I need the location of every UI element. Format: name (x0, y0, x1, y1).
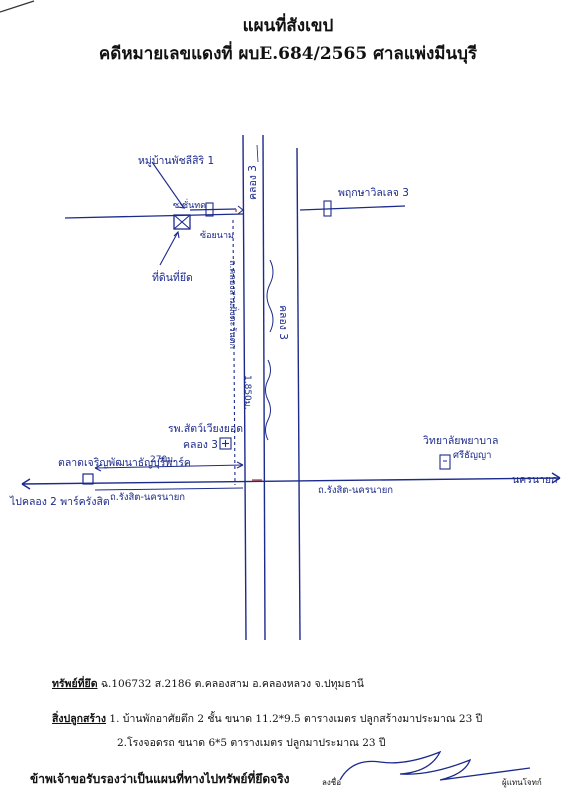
building-line-1: สิ่งปลูกสร้าง 1. บ้านพักอาศัยตึก 2 ชั้น … (52, 710, 482, 727)
asset-text: ฉ.106732 ส.2186 ต.คลองสาม อ.คลองหลวง จ.ป… (100, 678, 364, 690)
scan-mark (0, 0, 35, 13)
building-1-text: 1. บ้านพักอาศัยตึก 2 ชั้น ขนาด 11.2*9.5 … (109, 713, 483, 725)
left-destination-label: ไปคลอง 2 พาร์ครังสิต (9, 495, 110, 508)
certify-text: ข้าพเจ้าขอรับรองว่าเป็นแผนที่ทางไปทรัพย์… (30, 772, 290, 786)
asset-label: ทรัพย์ที่ยึด (52, 678, 98, 690)
market-label: ตลาดเจริญพัฒนาธัญบุรีพาร์ค (58, 456, 191, 469)
soi-road (64, 205, 406, 219)
college-icon (439, 454, 451, 470)
canal-road-label: ถ.คลองสามฝั่งตะวันตก (227, 260, 240, 349)
road-right-label: ถ.รังสิต-นครนายก (318, 485, 393, 496)
right-destination-label: นครนายก (512, 474, 557, 486)
village-gate-marker (323, 200, 332, 217)
hospital-icon (219, 437, 232, 450)
market-icon (82, 473, 94, 485)
distance-270-label: 270ม. (150, 455, 176, 465)
sign-prefix: ลงชื่อ (322, 778, 342, 787)
signature-image (339, 750, 531, 781)
dimension-270 (94, 461, 244, 472)
distance-1850-label: 1,850ม. (242, 375, 252, 410)
hospital-sub-label: คลอง 3 (183, 439, 218, 451)
certify-line: ข้าพเจ้าขอรับรองว่าเป็นแผนที่ทางไปทรัพย์… (30, 770, 290, 789)
village-right-label: พฤกษาวิลเลจ 3 (338, 187, 409, 199)
soi-label: ซ.ชั่นทด (173, 198, 206, 211)
document-title: แผนที่สังเขป (242, 16, 334, 36)
main-road (21, 472, 561, 491)
property-marker (173, 214, 191, 230)
building-label: สิ่งปลูกสร้าง (52, 713, 107, 725)
alley-label: ซ้อยนาม (200, 230, 234, 241)
frontage-road (232, 219, 236, 486)
asset-line: ทรัพย์ที่ยึด ฉ.106732 ส.2186 ต.คลองสาม อ… (52, 675, 364, 692)
case-number-line: คดีหมายเลขแดงที่ ผบE.684/2565 ศาลแพ่งมีน… (98, 44, 478, 64)
road-left-label: ถ.รังสิต-นครนายก (110, 492, 185, 503)
college-sub-label: ศรีธัญญา (453, 449, 491, 461)
hospital-label: รพ.สัตว์เวียงยอด (168, 422, 243, 435)
property-label: ที่ดินที่ยึด (152, 270, 193, 284)
canal-top-label: คลอง 3 (247, 165, 259, 200)
soi-gate-marker (205, 202, 214, 217)
building-2-text: 2.โรงจอดรถ ขนาด 6*5 ตารางเมตร ปลูกมาประม… (117, 737, 386, 749)
canal-middle-label: คลอง 3 (277, 305, 289, 340)
canal-lines (242, 134, 301, 641)
label-arrows (151, 161, 244, 266)
sign-role: ผู้แทนโจทก์ (502, 778, 542, 787)
college-label: วิทยาลัยพยาบาล (423, 435, 499, 447)
village-name-label: หมู่บ้านพัชลีสิริ 1 (138, 154, 214, 167)
